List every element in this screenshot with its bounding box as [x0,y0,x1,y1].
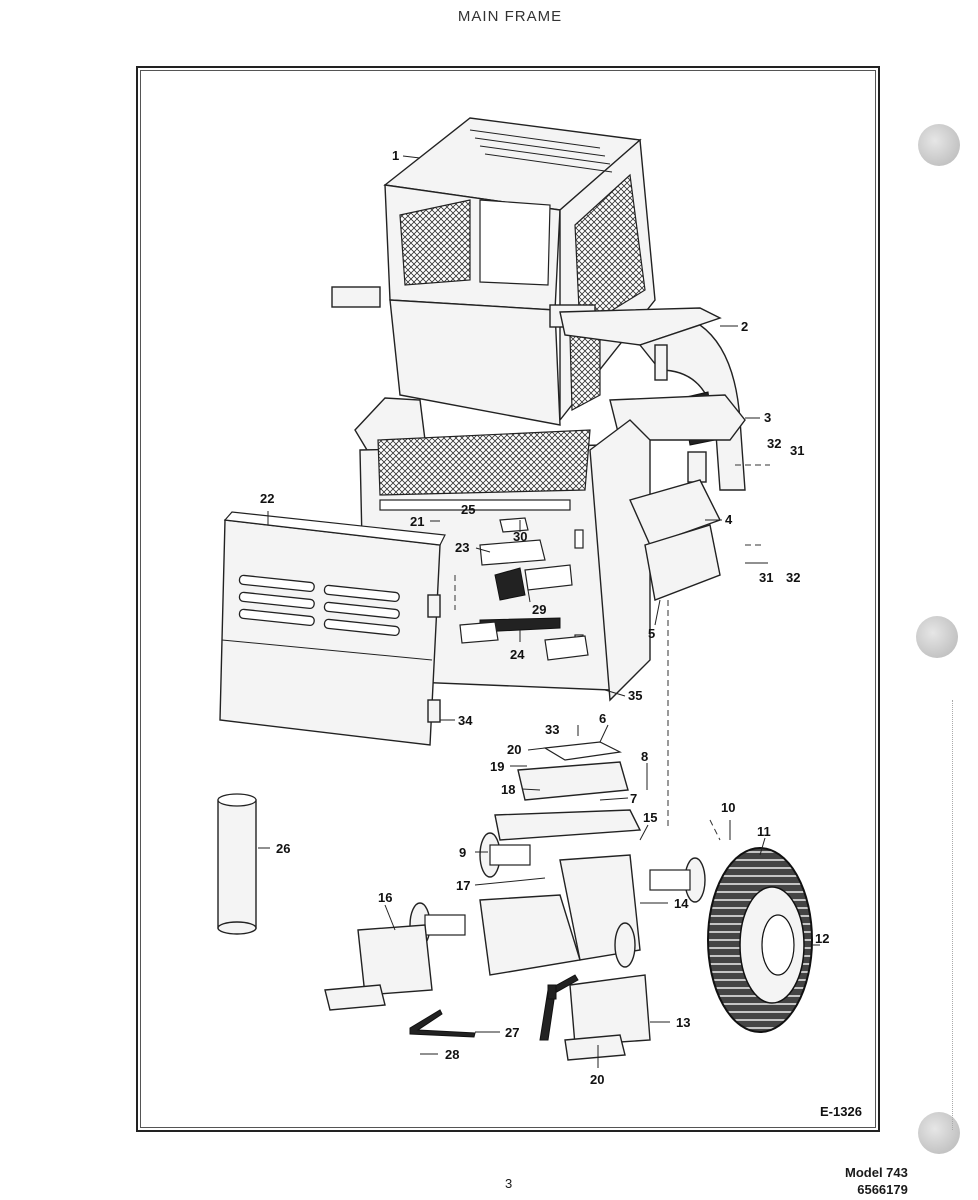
callout-26: 26 [276,841,290,856]
page-title: MAIN FRAME [457,8,563,25]
callout-9: 9 [459,845,466,860]
lower-axle-assembly [324,741,706,1061]
callout-35: 35 [628,688,642,703]
callout-labels: 1 2 3 4 5 6 7 8 9 10 11 12 13 14 15 16 1… [260,148,862,1119]
callout-31-upper: 31 [790,443,804,458]
air-intake-tube [217,793,257,935]
callout-22: 22 [260,491,274,506]
callout-13: 13 [676,1015,690,1030]
callout-10: 10 [721,800,735,815]
callout-1: 1 [392,148,399,163]
callout-2: 2 [741,319,748,334]
callout-34: 34 [458,713,473,728]
margin-scan-marks [952,700,963,1130]
callout-6: 6 [599,711,606,726]
page-number: 3 [505,1176,513,1191]
binder-hole-bottom [918,1112,960,1154]
model-info: Model 743 6566179 [845,1164,908,1198]
callout-19: 19 [490,759,504,774]
callout-11: 11 [757,824,771,839]
callout-18: 18 [501,782,515,797]
binder-hole-top [918,124,960,166]
callout-21: 21 [410,514,424,529]
callout-5: 5 [648,626,655,641]
alignment-lines [454,464,770,841]
figure-code: E-1326 [820,1104,862,1119]
callout-17: 17 [456,878,470,893]
operator-cab [331,117,656,426]
rear-door [219,511,446,746]
tire-and-wheel [707,847,813,1033]
callout-23: 23 [455,540,469,555]
model-label: Model 743 [845,1165,908,1180]
callout-4: 4 [725,512,733,527]
callout-24: 24 [510,647,525,662]
callout-29: 29 [532,602,546,617]
figure-frame [136,66,880,1132]
callout-12: 12 [815,931,829,946]
callout-15: 15 [643,810,657,825]
callout-16: 16 [378,890,392,905]
callout-20-upper: 20 [507,742,521,757]
callout-25: 25 [461,502,475,517]
callout-27: 27 [505,1025,519,1040]
callout-20-lower: 20 [590,1072,604,1087]
callout-32-upper: 32 [767,436,781,451]
callout-32-lower: 32 [786,570,800,585]
callout-30: 30 [513,529,527,544]
callout-8: 8 [641,749,648,764]
callout-7: 7 [630,791,637,806]
callout-28: 28 [445,1047,459,1062]
callout-33: 33 [545,722,559,737]
callout-3: 3 [764,410,771,425]
binder-hole-middle [916,616,958,658]
part-number: 6566179 [857,1182,908,1197]
callout-31-lower: 31 [759,570,773,585]
callout-leaders [258,155,820,1068]
figure-frame-inner [140,70,876,1128]
floor-plates [459,517,589,661]
callout-14: 14 [674,896,689,911]
